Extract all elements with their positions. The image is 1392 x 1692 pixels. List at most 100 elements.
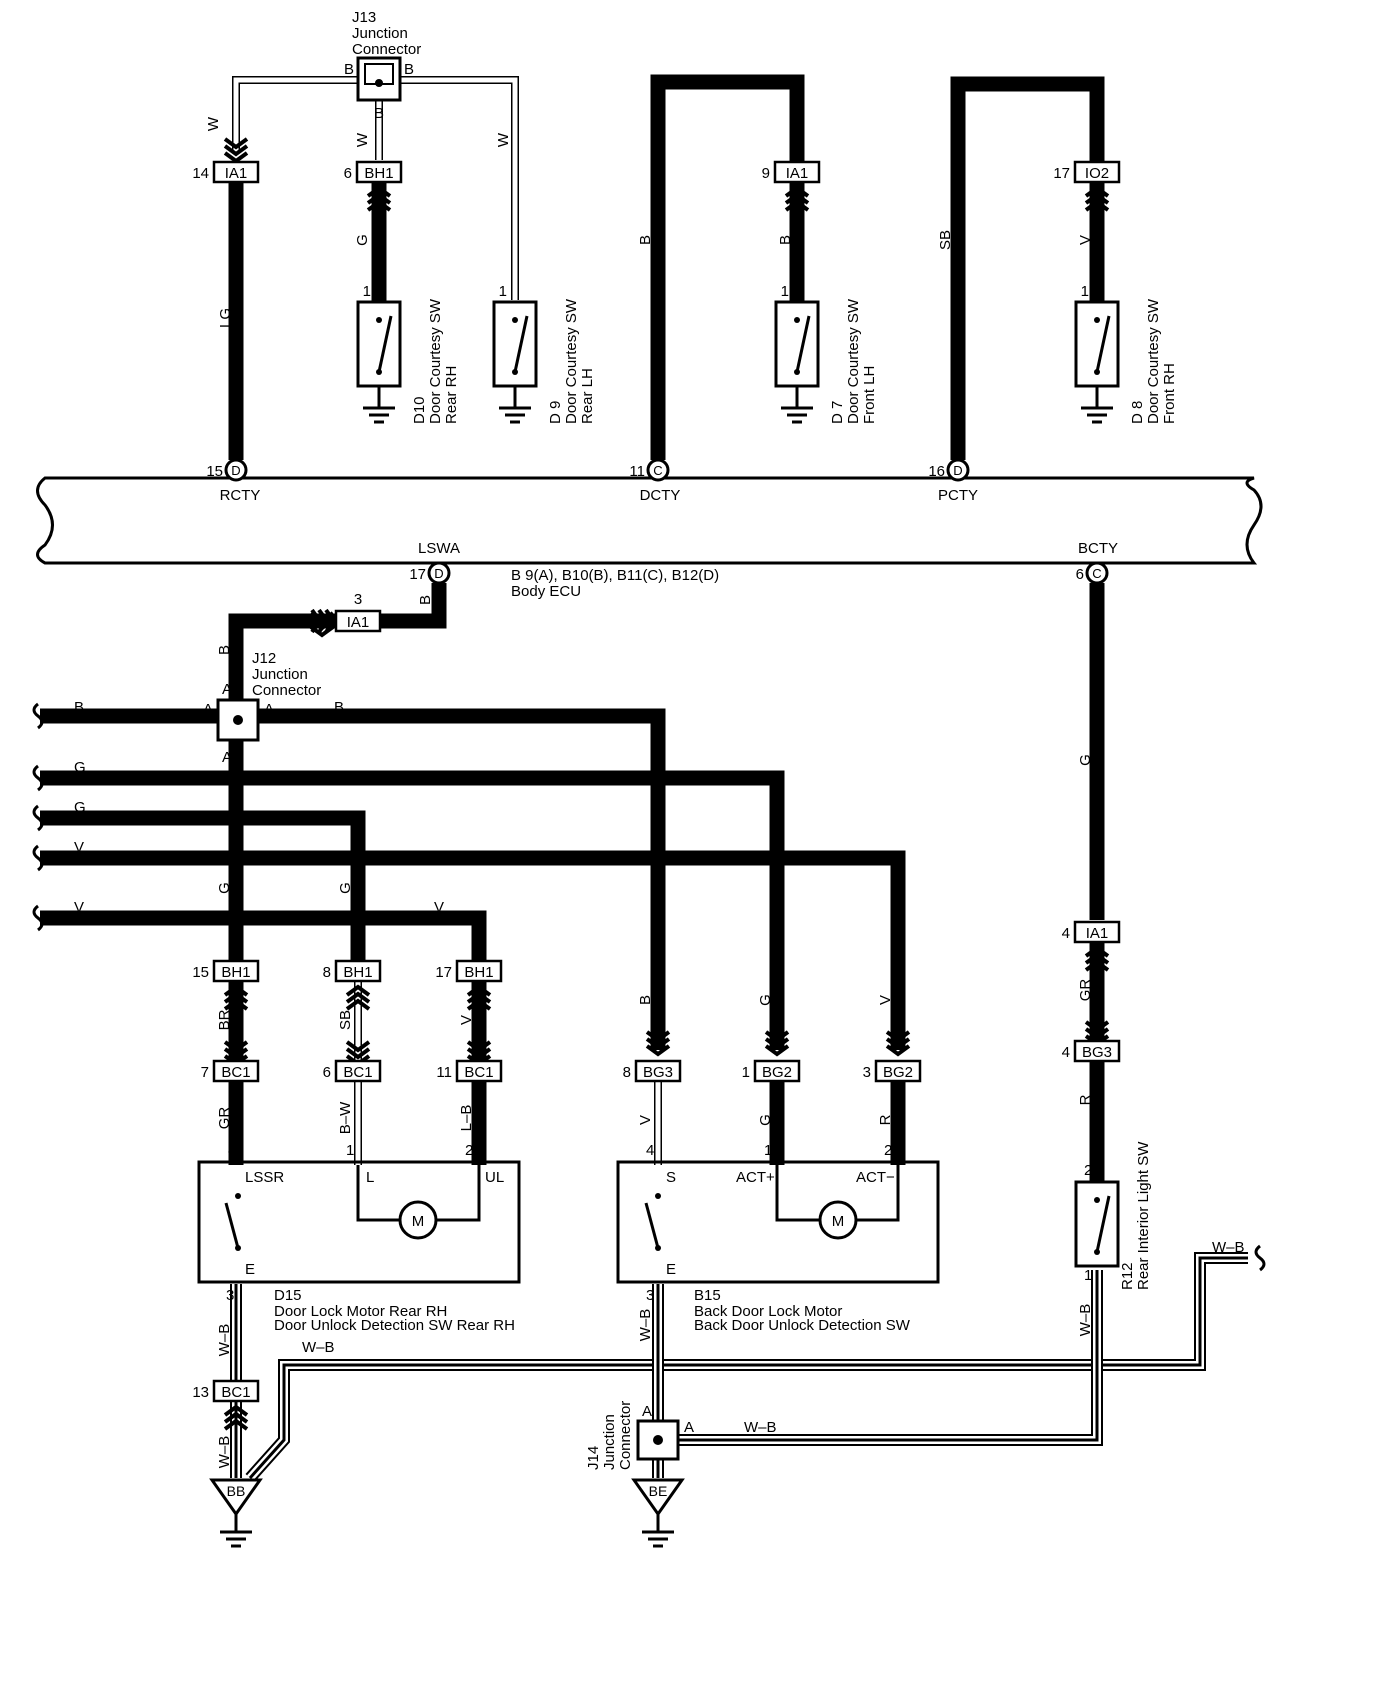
connector-pin-number: 8: [623, 1064, 631, 1081]
connector-arrow: [645, 1044, 671, 1057]
wire-color-label: B: [334, 699, 344, 716]
connector-name: BH1: [221, 964, 250, 981]
b15-terminal: S: [666, 1169, 676, 1186]
connector-pin-number: 11: [436, 1064, 452, 1081]
connector-arrow: [310, 608, 323, 634]
wire-r12-ground-gap: [679, 1270, 1101, 1444]
junction-pin: A: [222, 681, 232, 698]
j13-line2: Connector: [352, 41, 421, 58]
wire-color-label: W: [205, 116, 222, 131]
junction-pin: B: [404, 61, 414, 78]
connector-box: [455, 959, 503, 983]
connector-name: IA1: [786, 165, 809, 182]
b15-terminal: ACT+: [736, 1169, 775, 1186]
j14-junction-node: [653, 1435, 663, 1445]
connector-box: [753, 1059, 801, 1083]
connector-arrow: [366, 192, 392, 205]
connector-arrow: [223, 1040, 249, 1053]
wire-color-label: SB: [337, 1010, 354, 1030]
connector-arrow: [645, 1030, 671, 1043]
connector-arrow: [317, 608, 330, 634]
connector-box: [212, 959, 260, 983]
r12-pin: 1: [1084, 1267, 1092, 1284]
j12-junction-node: [233, 715, 243, 725]
connector-arrow: [466, 1040, 492, 1053]
connector-box: [1073, 1039, 1121, 1063]
connector-arrow: [345, 1040, 371, 1053]
connector-pin-number: 7: [201, 1064, 209, 1081]
switch-pin: 1: [499, 283, 507, 300]
switch-body: [1074, 1180, 1120, 1268]
ecu-pin-letter: C: [653, 463, 662, 478]
d15-terminal: LSSR: [245, 1169, 284, 1186]
wire-color-label: B: [374, 105, 384, 122]
switch-name: Door Courtesy SW: [427, 298, 444, 424]
connector-pin-number: 4: [1062, 925, 1070, 942]
wire-g-bh1: [40, 810, 366, 960]
wire-color-label: G: [757, 994, 774, 1006]
switch-contact: [512, 317, 518, 323]
wire-color-label: B: [637, 235, 654, 245]
ecu-connectors: B 9(A), B10(B), B11(C), B12(D): [511, 567, 719, 584]
switch-position: Rear RH: [443, 366, 460, 424]
terminal-rcty: RCTY: [220, 487, 261, 504]
b15-id: B15: [694, 1287, 721, 1304]
d15-terminal: L: [366, 1169, 374, 1186]
wire-color-label: V: [434, 899, 444, 916]
wire-lswa: [370, 583, 447, 629]
wire-color-label: V: [74, 899, 84, 916]
connector-pin-number: 4: [1062, 1044, 1070, 1061]
switch-blade: [644, 1202, 660, 1249]
junction-pin: A: [222, 749, 232, 766]
switch-position: Front LH: [861, 366, 878, 424]
r12-name: Rear Interior Light SW: [1135, 1141, 1152, 1290]
ecu-name: Body ECU: [511, 583, 581, 600]
connector-arrow: [223, 984, 249, 997]
switch-contact: [1094, 1197, 1100, 1203]
connector-arrow: [764, 1037, 790, 1050]
j13-id: J13: [352, 9, 376, 26]
connector-name: BC1: [464, 1064, 493, 1081]
wire-continuation-mark: [32, 904, 44, 932]
connector-box: [1073, 920, 1121, 944]
switch-name: Door Courtesy SW: [1145, 298, 1162, 424]
connector-pin-number: 15: [192, 964, 209, 981]
ecu-pin: [224, 458, 248, 482]
connector-box: [455, 1059, 503, 1083]
b15-pin: 1: [764, 1142, 772, 1159]
b15-box: [616, 1160, 940, 1284]
wire-color-label: G: [337, 882, 354, 894]
connector-box: [874, 1059, 922, 1083]
switch-id: D 8: [1129, 401, 1146, 424]
switch-pin: 1: [781, 283, 789, 300]
d15-pin: 3: [226, 1287, 234, 1304]
ecu-pin-letter: D: [953, 463, 962, 478]
connector-arrow: [1084, 1020, 1110, 1033]
connector-arrow: [784, 192, 810, 205]
connector-arrow: [345, 991, 371, 1004]
d15-terminal: E: [245, 1261, 255, 1278]
connector-arrow: [223, 1404, 249, 1417]
ecu-pin: [1085, 561, 1109, 585]
wire-color-label: V: [877, 995, 894, 1005]
switch-position: Rear LH: [579, 368, 596, 424]
ecu-pin-letter: D: [231, 463, 240, 478]
connector-pin-number: 13: [192, 1384, 209, 1401]
junction-pin: A: [203, 701, 213, 718]
connector-arrow: [645, 1037, 671, 1050]
wire-color-label: R: [1077, 1094, 1094, 1105]
wire-color-label: LG: [217, 308, 234, 328]
connector-arrow: [1084, 192, 1110, 205]
j13-junction-node: [375, 79, 383, 87]
connector-box: [212, 1379, 260, 1403]
ecu-pin-number: 6: [1076, 566, 1084, 583]
connector-box: [1073, 160, 1121, 184]
wire-color-label: B: [74, 699, 84, 716]
wire-color-label: V: [637, 1115, 654, 1125]
connector-pin-number: 1: [742, 1064, 750, 1081]
d15-motor: [398, 1200, 438, 1240]
connector-arrow: [1084, 185, 1110, 198]
connector-arrow: [366, 199, 392, 212]
connector-arrow: [1084, 952, 1110, 965]
